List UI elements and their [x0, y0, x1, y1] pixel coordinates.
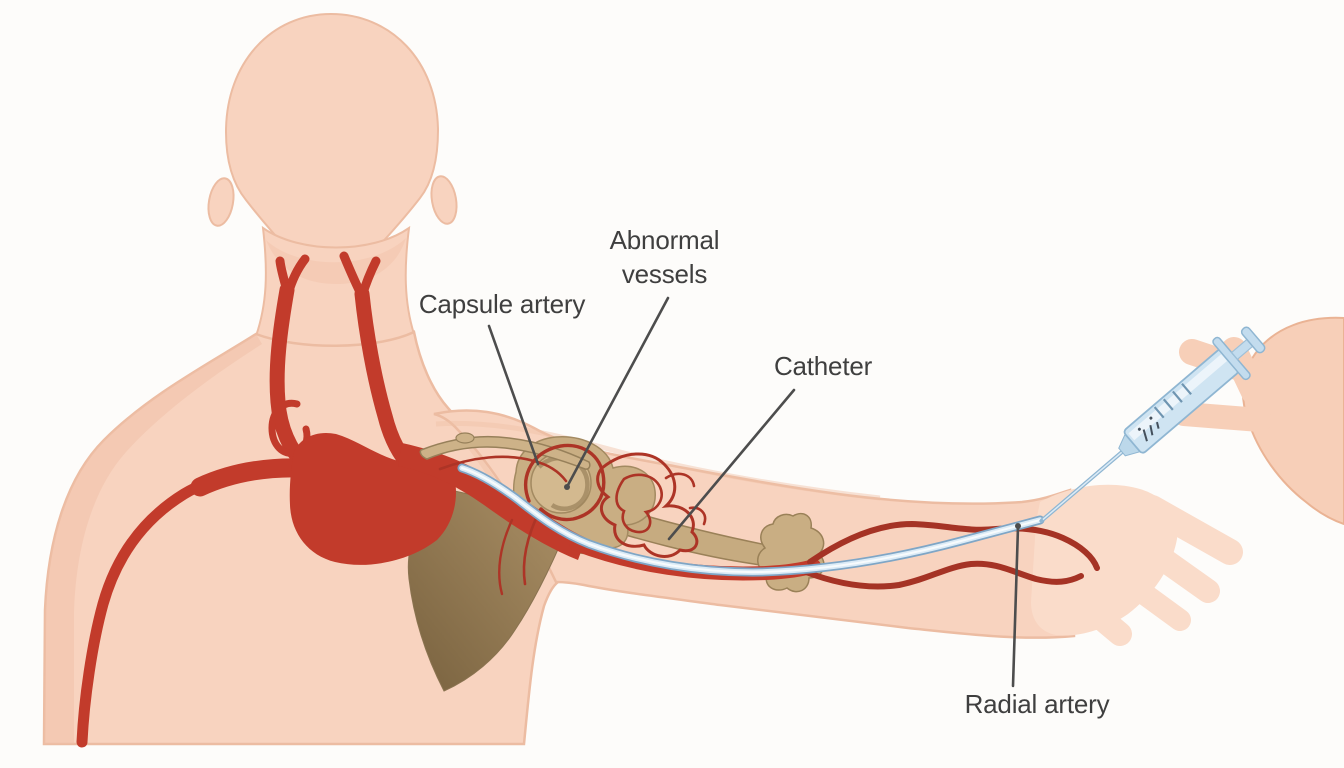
descending-aorta-root: [190, 458, 310, 497]
leader-dot-abnormal-vessels: [564, 484, 570, 490]
abnormal-vessels-web-inner: [615, 473, 663, 534]
patient-ring-finger: [1117, 571, 1191, 631]
label-abnormal-vessels: Abnormal vessels: [609, 225, 720, 289]
abnormal-vessels-web-right: [664, 472, 707, 526]
clavicle: [419, 432, 591, 470]
clavicle-bump: [455, 432, 475, 444]
leader-lines: [487, 296, 1021, 688]
capsule-artery-branch-top: [438, 455, 568, 483]
leader-dot-radial-artery: [1015, 523, 1021, 529]
operator-lower-finger: [1172, 402, 1272, 432]
syringe: [1039, 326, 1266, 523]
leader-line-catheter: [667, 388, 796, 541]
patient-middle-finger: [1134, 535, 1220, 603]
label-catheter: Catheter: [773, 351, 873, 381]
needle-highlight: [1042, 451, 1123, 521]
patient-thumb: [1070, 590, 1132, 646]
abnormal-vessels-web: [596, 452, 699, 558]
capsule-artery-tail-2: [498, 518, 514, 596]
patient-index-finger: [1139, 495, 1243, 565]
leader-line-capsule-artery: [487, 324, 540, 466]
torso-edge-shade: [44, 334, 262, 744]
catheter-line: [457, 463, 1045, 577]
label-radial-artery: Radial artery: [964, 689, 1110, 719]
barrel-graduations: [1153, 382, 1192, 419]
ulnar-artery-vessel: [803, 560, 1084, 590]
right-ear: [430, 175, 458, 225]
label-capsule-artery: Capsule artery: [418, 289, 586, 319]
head: [224, 12, 440, 255]
patient-figure: [42, 12, 1243, 746]
leader-line-abnormal-vessels: [566, 296, 670, 487]
plunger-pad: [1240, 326, 1266, 354]
clavicle-bone: [419, 435, 591, 470]
subclavian-artery: [398, 443, 586, 560]
leader-line-radial-artery: [1011, 525, 1020, 688]
barrel-print-marks: [1137, 416, 1160, 442]
patient-hand: [1031, 484, 1243, 646]
catheter-core: [461, 467, 1041, 574]
left-ear: [207, 177, 235, 227]
